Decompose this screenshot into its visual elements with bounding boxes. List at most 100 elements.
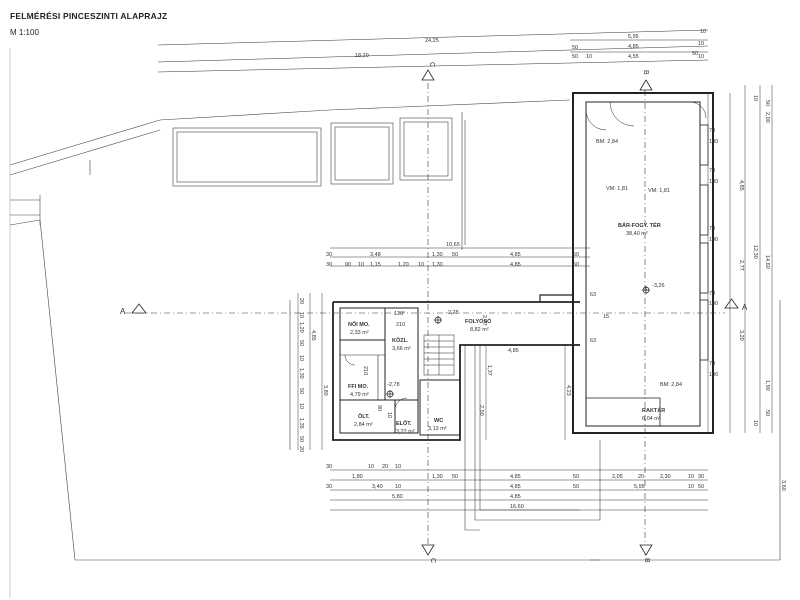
dim-l-50b: 50 xyxy=(298,388,304,394)
dim-r-70d: 70 xyxy=(709,361,715,367)
bm-top-label: BM: 2,84 xyxy=(596,139,618,145)
room-bar-area: 38,40 m² xyxy=(626,231,648,237)
dimension-lines xyxy=(157,29,773,511)
dim-top-10: 10 xyxy=(700,29,706,35)
dim-low-230: 2,30 xyxy=(660,474,671,480)
dim-low-10d: 10 xyxy=(395,484,401,490)
dim-r-100b: 100 xyxy=(709,237,718,243)
dim-top-right-3: 4,55 xyxy=(628,54,639,60)
dim-r-70b: 70 xyxy=(709,226,715,232)
dim-mid-120: 1,20 xyxy=(398,262,409,268)
level-marker-icons xyxy=(386,286,650,398)
dim-fr-1230: 12,30 xyxy=(752,245,758,259)
room-kozl-area: 3,66 m² xyxy=(392,346,411,352)
room-labels: BÁR-FOGY. TÉR 38,40 m² RAKTÁR 6,04 m² FO… xyxy=(348,221,665,435)
dim-top-10d: 10 xyxy=(698,54,704,60)
room-wc-name: WC xyxy=(434,418,443,424)
dim-l-50: 50 xyxy=(298,340,304,346)
room-folyoso-name: FOLYOSÓ xyxy=(465,317,492,325)
dim-low-130: 1,30 xyxy=(432,474,443,480)
dim-top-right: 5,95 xyxy=(628,34,639,40)
level-small-label: -2,78 xyxy=(387,382,400,388)
dim-r-70a: 70 xyxy=(709,128,715,134)
dim-low-30: 30 xyxy=(326,464,332,470)
section-lines xyxy=(125,70,725,555)
room-wc-area: 3,13 m² xyxy=(428,426,447,432)
annotations: BM: 2,84 BM: 2,84 VM: 1,81 VM: 1,81 -3,2… xyxy=(362,139,682,388)
dim-low-50b: 50 xyxy=(573,474,579,480)
dim-low-20: 20 xyxy=(382,464,388,470)
dim-i-10: 10 xyxy=(386,412,392,418)
dim-top-50b: 50 xyxy=(572,54,578,60)
dim-low-50d: 50 xyxy=(698,484,704,490)
walls xyxy=(332,92,714,441)
bm-bottom-label: BM: 2,84 xyxy=(660,382,682,388)
room-ffi-mo-name: FFI MO. xyxy=(348,384,369,390)
dim-low-205: 2,05 xyxy=(612,474,623,480)
dim-r-100e: 100 xyxy=(709,179,718,185)
dim-low-180: 1,80 xyxy=(352,474,363,480)
dim-l-20b: 20 xyxy=(298,446,304,452)
dim-low-50c: 50 xyxy=(573,484,579,490)
dim-mid-10: 10 xyxy=(358,262,364,268)
dim-low-485: 4,85 xyxy=(510,474,521,480)
section-a-left-label: A xyxy=(120,307,126,316)
dim-fr-360: 3,60 xyxy=(780,480,786,491)
room-olt-name: ÖLT. xyxy=(358,413,370,420)
dim-mid-130b: 1,30 xyxy=(432,262,443,268)
dim-low-10c: 10 xyxy=(688,474,694,480)
level-corridor-label: -2,78 xyxy=(446,310,459,316)
dim-low-50: 50 xyxy=(452,474,458,480)
dim-top-50c: 50 xyxy=(692,51,698,57)
dim-top-10c: 10 xyxy=(586,54,592,60)
dim-low-485b: 4,85 xyxy=(510,484,521,490)
dim-mid-348: 3,48 xyxy=(370,252,381,258)
dim-mid-50c: 50 xyxy=(573,262,579,268)
dim-low-10: 10 xyxy=(368,464,374,470)
vm-right-label: VM: 1,81 xyxy=(648,188,670,194)
dim-low-30b: 30 xyxy=(326,484,332,490)
dim-r-100d: 100 xyxy=(709,372,718,378)
dim-i-90: 90 xyxy=(376,405,382,411)
dim-r-70e: 70 xyxy=(709,168,715,174)
dim-top-50: 50 xyxy=(572,45,578,51)
dim-i-485: 4,85 xyxy=(508,348,519,354)
dim-top-left: 18,20 xyxy=(355,53,369,59)
dim-l-10c: 10 xyxy=(298,403,304,409)
dim-top-total: 24,25 xyxy=(425,38,439,44)
dim-low-10b: 10 xyxy=(395,464,401,470)
room-ffi-mo-area: 4,79 m² xyxy=(350,392,369,398)
dim-l-120: 1,20 xyxy=(298,322,304,333)
level-marker-small-icon xyxy=(386,390,394,398)
dim-fr-200: 2,00 xyxy=(764,112,770,123)
section-markers xyxy=(131,69,739,556)
dim-fr-320: 3,20 xyxy=(738,330,744,341)
dim-i-423: 4,23 xyxy=(565,385,571,396)
dim-i-137: 1,37 xyxy=(486,365,492,376)
door-height-label: 210 xyxy=(396,322,405,328)
dim-fr-10b: 10 xyxy=(752,420,758,426)
dim-mid-30b: 30 xyxy=(326,262,332,268)
dim-mid-30: 30 xyxy=(326,252,332,258)
dim-low-1660: 16,60 xyxy=(510,504,524,510)
dim-l-10: 10 xyxy=(298,312,304,318)
room-folyoso-area: 8,82 m² xyxy=(470,327,489,333)
dim-l-10b: 10 xyxy=(298,355,304,361)
vm-left-label: VM: 1,81 xyxy=(606,186,628,192)
drawing-title: FELMÉRÉSI PINCESZINTI ALAPRAJZ xyxy=(10,11,168,21)
door-angle-label: 120° xyxy=(394,311,405,317)
dim-fr-485: 4,85 xyxy=(738,180,744,191)
dim-top-10b: 10 xyxy=(698,41,704,47)
dim-mid-50b: 50 xyxy=(452,252,458,258)
dim-l-20: 20 xyxy=(298,298,304,304)
dim-mid-130: 1,30 xyxy=(432,252,443,258)
dim-fr-277: 2,77 xyxy=(738,260,744,271)
section-c-bottom-label: C xyxy=(429,558,436,563)
room-bar-name: BÁR-FOGY. TÉR xyxy=(618,221,661,229)
dim-fr-10: 10 xyxy=(752,95,758,101)
dim-fr-1460: 14,60 xyxy=(764,255,770,269)
section-b-bottom-label: B xyxy=(643,558,650,563)
dim-mid-50: 50 xyxy=(573,252,579,258)
room-elot-name: ELŐT. xyxy=(396,420,412,427)
level-marker-main-icon xyxy=(642,286,650,294)
